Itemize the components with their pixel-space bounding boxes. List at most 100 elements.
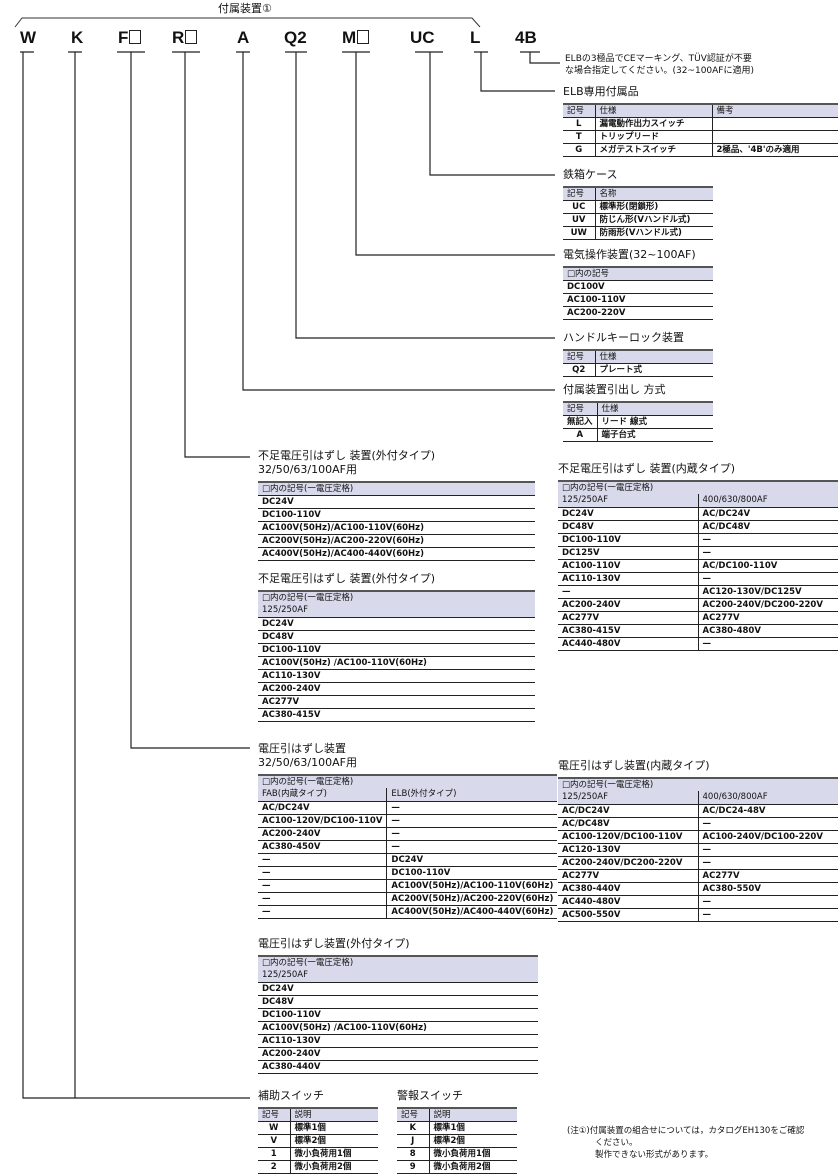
table-cell: — [697,546,838,560]
table-row: AC/DC24V— [258,801,558,815]
table-cell: J [397,1134,429,1148]
table-cell: DC100-110V [258,508,535,522]
table-cell: AC100V(50Hz) /AC100-110V(60Hz) [258,656,535,670]
table-cell: AC100V(50Hz)/AC100-110V(60Hz) [386,879,558,893]
code-text: K [71,28,84,47]
table-cell: AC100-110V [563,293,713,307]
table-row: DC48V [258,995,538,1009]
table-row: AC100-120V/DC100-110V— [258,814,558,828]
header-cell: 説明 [289,1108,378,1122]
table-cell: A [563,428,598,442]
lock-title: ハンドルキーロック装置 [563,331,684,344]
table-cell: 標準2個 [428,1134,517,1148]
header-cell: 125/250AF [558,791,698,805]
table-cell: DC48V [558,520,698,534]
header-cell: 記号 [397,1108,429,1122]
header-cell: 125/250AF [558,494,698,508]
table-cell: AC/DC48V [697,520,838,534]
shunt-small-table: □内の記号(一電圧定格)FAB(内蔵タイプ)ELB(外付タイプ)AC/DC24V… [258,774,558,919]
table-header-row: □内の記号 [563,267,713,281]
code-q2: Q2 [284,28,307,48]
code-w: W [20,28,36,48]
table-header-row: 125/250AF [258,604,535,618]
footnote-line: 製作できない形式があります。 [595,1150,714,1160]
table-header-row: □内の記号(一電圧定格) [258,956,538,969]
table-cell: — [697,817,838,831]
lead-title: 付属装置引出し 方式 [563,383,666,396]
table-cell: K [397,1121,429,1135]
table-row: DC100-110V [258,1008,538,1022]
table-cell: AC500-550V [558,908,698,922]
shunt-int-title: 電圧引はずし装置(内蔵タイプ) [558,759,710,772]
header-cell: 仕様 [594,350,713,364]
table-cell: AC200-240V/DC200-220V [558,856,698,870]
code-a: A [237,28,249,48]
header-cell: 記号 [563,350,595,364]
table-cell: AC110-130V [258,1034,538,1048]
table-row: AC200-220V [563,306,713,320]
header-cell: 125/250AF [258,604,535,618]
table-row: AC100V(50Hz)/AC100-110V(60Hz) [258,521,535,535]
table-cell: AC/DC100-110V [697,559,838,573]
table-cell: DC24V [258,495,535,509]
uvt-ext-small-subtitle: 32/50/63/100AF用 [258,463,357,476]
table-cell: Q2 [563,363,595,377]
motor-title: 電気操作装置(32~100AF) [563,248,696,261]
table-cell: AC400V(50Hz)/AC400-440V(60Hz) [258,547,535,561]
code-text: Q2 [284,28,307,47]
table-cell: 標準2個 [289,1134,378,1148]
table-cell: 無記入 [563,415,598,429]
table-cell: DC125V [558,546,698,560]
header-cell: 400/630/800AF [697,791,838,805]
table-row: AC200-240V— [258,827,558,841]
table-cell: V [258,1134,290,1148]
code-text: R [172,28,185,47]
placeholder-box [357,30,370,44]
header-cell: 備考 [711,104,838,118]
code-text: F [118,28,129,47]
table-cell: — [697,843,838,857]
table-cell: DC24V [386,853,558,867]
table-row: DC100-110V [258,508,535,522]
table-row: —DC100-110V [258,866,558,880]
placeholder-box [185,30,198,44]
table-cell: AC100V(50Hz) /AC100-110V(60Hz) [258,1021,538,1035]
table-cell: DC100-110V [258,643,535,657]
header-cell: 記号 [563,187,595,201]
table-cell: AC120-130V [558,843,698,857]
table-cell: DC100-110V [386,866,558,880]
table-row: AC100-110V [563,293,713,307]
header-cell: 説明 [428,1108,517,1122]
table-row: AC110-130V [258,1034,538,1048]
code-text: 4B [515,28,537,47]
table-cell: — [386,801,558,815]
table-cell: 標準1個 [428,1121,517,1135]
table-cell: AC200-240V [558,598,698,612]
case-title: 鉄箱ケース [563,168,618,181]
table-cell: AC200-220V [563,306,713,320]
table-cell: DC100-110V [558,533,698,547]
elb-title: ELB専用付属品 [563,85,639,98]
table-cell: 2 [258,1160,290,1174]
table-row: AC277V [258,695,535,709]
table-cell: AC277V [558,869,698,883]
table-cell: 防雨形(Vハンドル式) [594,226,713,240]
table-cell: UV [563,213,595,227]
table-cell: AC100-120V/DC100-110V [258,814,387,828]
header-cell: 125/250AF [258,969,538,983]
table-cell: L [563,117,595,131]
table-row: AC120-130V— [558,843,838,857]
table-cell: — [697,908,838,922]
